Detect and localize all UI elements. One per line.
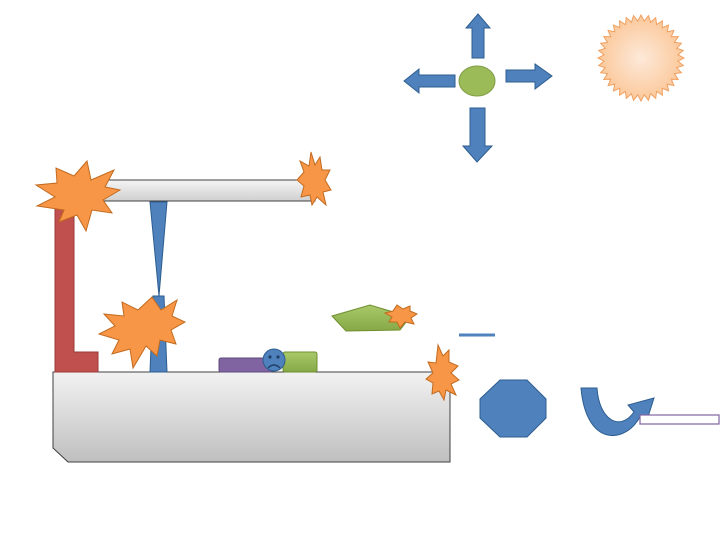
green-ball[interactable] [459, 66, 495, 96]
white-rod [640, 415, 719, 424]
blue-wedge-support [150, 202, 167, 296]
arrow-down-icon[interactable] [463, 108, 492, 162]
red-l-pillar [55, 205, 98, 372]
sun-icon [598, 15, 684, 101]
green-block [283, 352, 317, 372]
direction-pad [404, 14, 552, 162]
u-turn-arrow-icon[interactable] [581, 388, 654, 436]
sad-face-icon[interactable] [263, 349, 285, 371]
arrow-left-icon[interactable] [404, 69, 455, 93]
ground-platform [53, 372, 450, 462]
explosion-top-left [36, 161, 120, 231]
top-beam [100, 180, 315, 201]
explosion-support [99, 297, 185, 368]
blue-octagon[interactable] [480, 380, 546, 437]
explosion-beam-end [297, 152, 331, 205]
arrow-right-icon[interactable] [506, 64, 552, 89]
arrow-up-icon[interactable] [466, 14, 490, 58]
